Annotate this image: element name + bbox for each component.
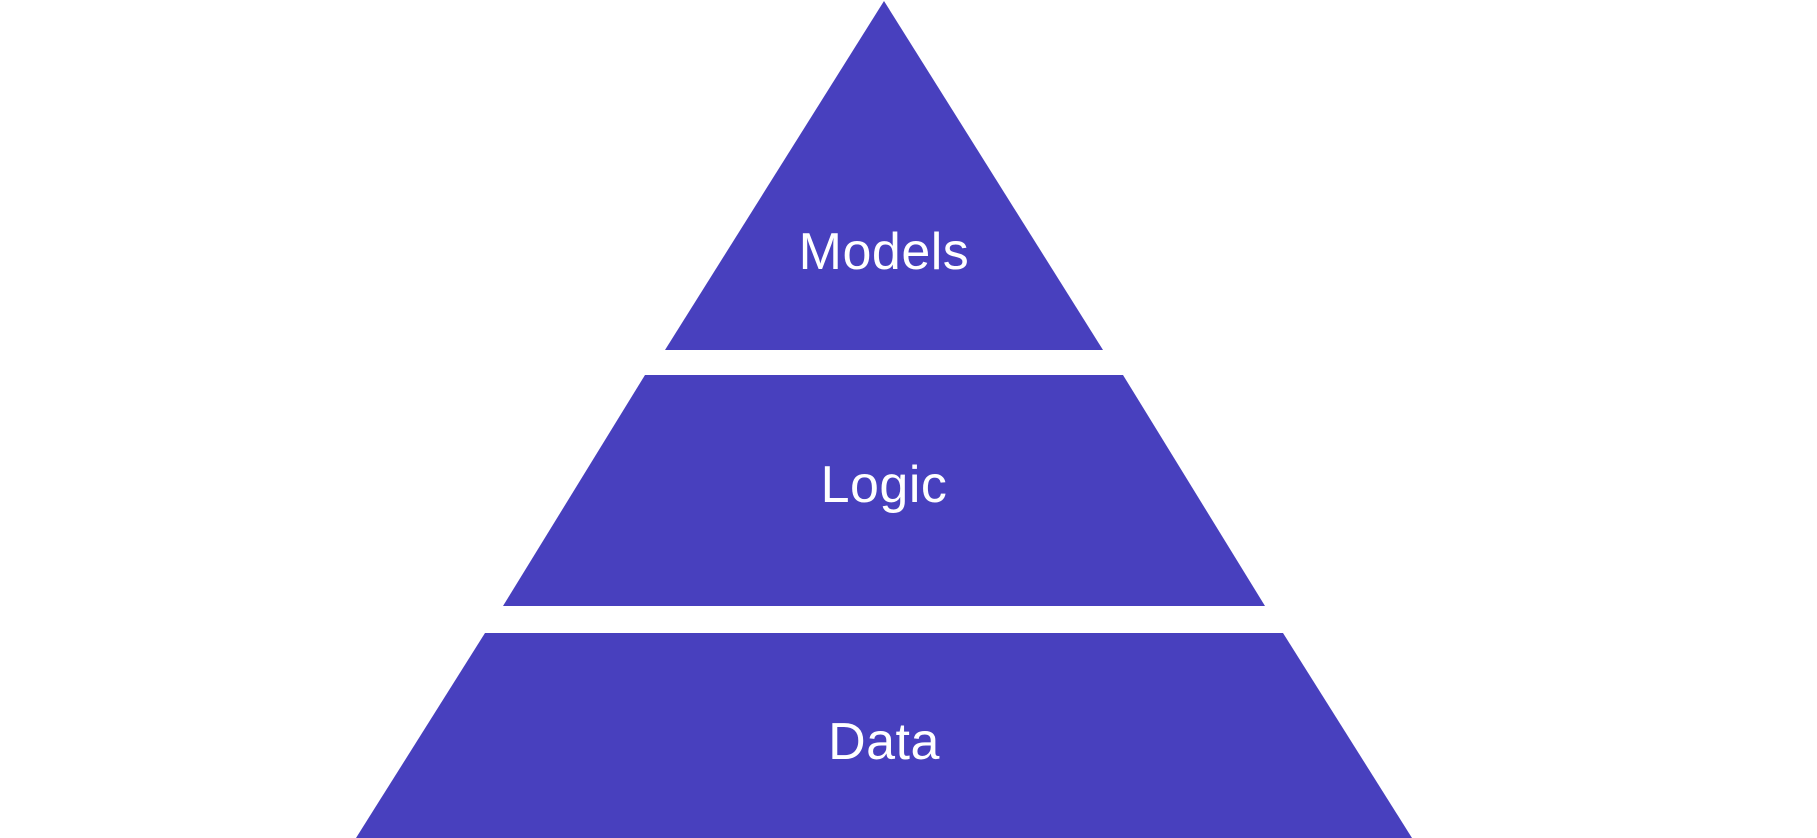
pyramid-layer-logic-shape [503,375,1265,606]
pyramid-layer-data-label: Data [828,713,940,771]
pyramid-layer-data-shape [356,633,1412,838]
pyramid-layer-models-shape [665,1,1103,350]
pyramid-layer-models-label: Models [799,223,970,281]
pyramid-layer-logic-label: Logic [821,456,948,514]
